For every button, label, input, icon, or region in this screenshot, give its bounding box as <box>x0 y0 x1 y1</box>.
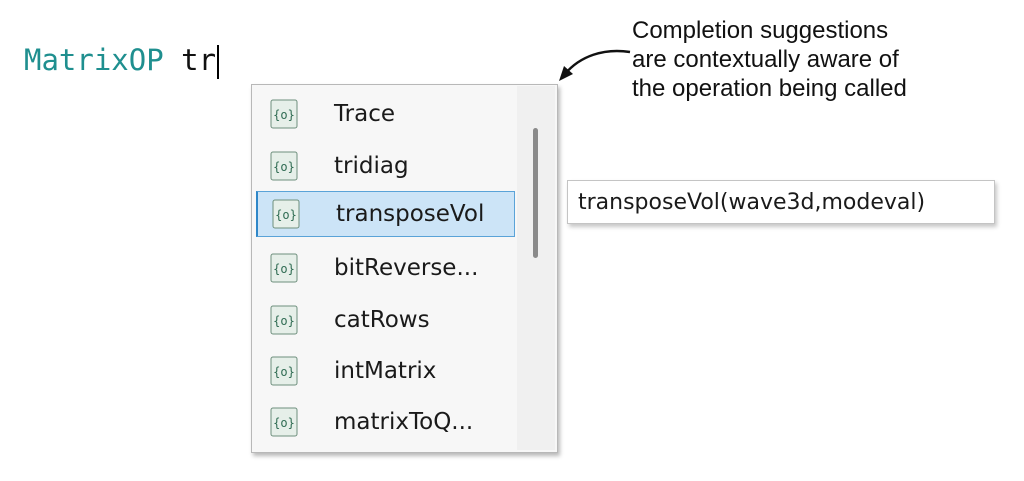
completion-item-label: matrixToQ... <box>334 409 474 435</box>
operation-icon: {o} <box>270 99 298 129</box>
operation-icon: {o} <box>270 305 298 335</box>
operation-icon: {o} <box>270 407 298 437</box>
completion-scrollbar[interactable] <box>517 86 555 450</box>
operation-icon: {o} <box>270 253 298 283</box>
svg-text:{o}: {o} <box>273 416 295 430</box>
completion-item-bitreverse[interactable]: {o} bitReverse... <box>256 245 515 291</box>
svg-text:{o}: {o} <box>273 314 295 328</box>
svg-text:{o}: {o} <box>275 208 297 222</box>
scrollbar-thumb[interactable] <box>533 128 538 258</box>
svg-text:{o}: {o} <box>273 160 295 174</box>
completion-popup[interactable]: {o} Trace {o} tridiag {o} transposeVol {… <box>251 84 558 453</box>
annotation-callout: Completion suggestions are contextually … <box>632 16 1012 103</box>
annotation-line-1: Completion suggestions <box>632 17 889 44</box>
svg-text:{o}: {o} <box>273 108 295 122</box>
completion-item-label: intMatrix <box>334 358 437 384</box>
completion-item-tridiag[interactable]: {o} tridiag <box>256 143 515 189</box>
completion-item-label: tridiag <box>334 153 409 179</box>
operation-icon: {o} <box>270 356 298 386</box>
signature-tooltip: transposeVol(wave3d,modeval) <box>567 180 995 224</box>
typed-text: tr <box>163 43 217 77</box>
code-editor-line[interactable]: MatrixOP tr <box>24 38 220 82</box>
completion-item-label: catRows <box>334 307 430 333</box>
annotation-line-2: are contextually aware of <box>632 46 899 73</box>
matrixop-keyword: MatrixOP <box>24 43 164 77</box>
text-caret <box>217 45 220 79</box>
completion-item-label: transposeVol <box>336 201 485 227</box>
svg-text:{o}: {o} <box>273 262 295 276</box>
operation-icon: {o} <box>270 151 298 181</box>
completion-item-trace[interactable]: {o} Trace <box>256 91 515 137</box>
svg-text:{o}: {o} <box>273 365 295 379</box>
completion-item-transposevol[interactable]: {o} transposeVol <box>256 191 515 237</box>
completion-item-label: bitReverse... <box>334 255 479 281</box>
annotation-line-3: the operation being called <box>632 75 907 102</box>
completion-item-matrixtoq[interactable]: {o} matrixToQ... <box>256 399 515 445</box>
completion-item-label: Trace <box>334 101 396 127</box>
operation-icon: {o} <box>272 199 300 229</box>
completion-item-catrows[interactable]: {o} catRows <box>256 297 515 343</box>
annotation-arrow-icon <box>559 49 631 81</box>
completion-item-intmatrix[interactable]: {o} intMatrix <box>256 348 515 394</box>
